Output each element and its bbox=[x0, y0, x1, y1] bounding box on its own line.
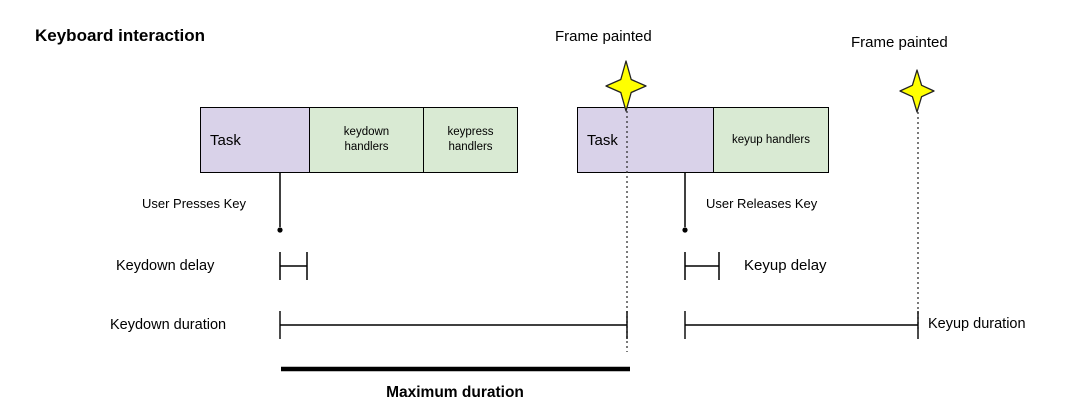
keyup-duration-line bbox=[684, 311, 919, 339]
frame-painted-label-2: Frame painted bbox=[851, 34, 948, 51]
keydown-duration-line bbox=[279, 311, 628, 339]
user-presses-key-label: User Presses Key bbox=[142, 196, 247, 211]
diagram-title: Keyboard interaction bbox=[35, 26, 206, 45]
user-releases-key-label: User Releases Key bbox=[706, 196, 818, 211]
keydown-delay-label: Keydown delay bbox=[116, 258, 215, 274]
keyup-delay-label: Keyup delay bbox=[744, 257, 827, 274]
maximum-duration-label: Maximum duration bbox=[386, 384, 524, 401]
keypress-handlers-box: keypress handlers bbox=[423, 107, 518, 173]
keyup-handlers-box: keyup handlers bbox=[713, 107, 829, 173]
frame-painted-star-icon-1 bbox=[605, 60, 647, 112]
release-key-dot bbox=[682, 227, 688, 233]
keydown-delay-bracket bbox=[279, 252, 308, 280]
keydown-task-bar-group: Task keydown handlers keypress handlers bbox=[200, 107, 518, 173]
frame-painted-star-icon-2 bbox=[899, 69, 935, 113]
keyup-task-bar-group: Task keyup handlers bbox=[577, 107, 829, 173]
keyup-delay-bracket bbox=[684, 252, 720, 280]
task-box-1: Task bbox=[200, 107, 310, 173]
task-box-2: Task bbox=[577, 107, 714, 173]
keydown-duration-label: Keydown duration bbox=[110, 317, 227, 333]
frame-painted-label-1: Frame painted bbox=[555, 28, 652, 45]
keyup-duration-label: Keyup duration bbox=[928, 316, 1026, 332]
keydown-handlers-box: keydown handlers bbox=[309, 107, 424, 173]
press-key-dot bbox=[277, 227, 283, 233]
